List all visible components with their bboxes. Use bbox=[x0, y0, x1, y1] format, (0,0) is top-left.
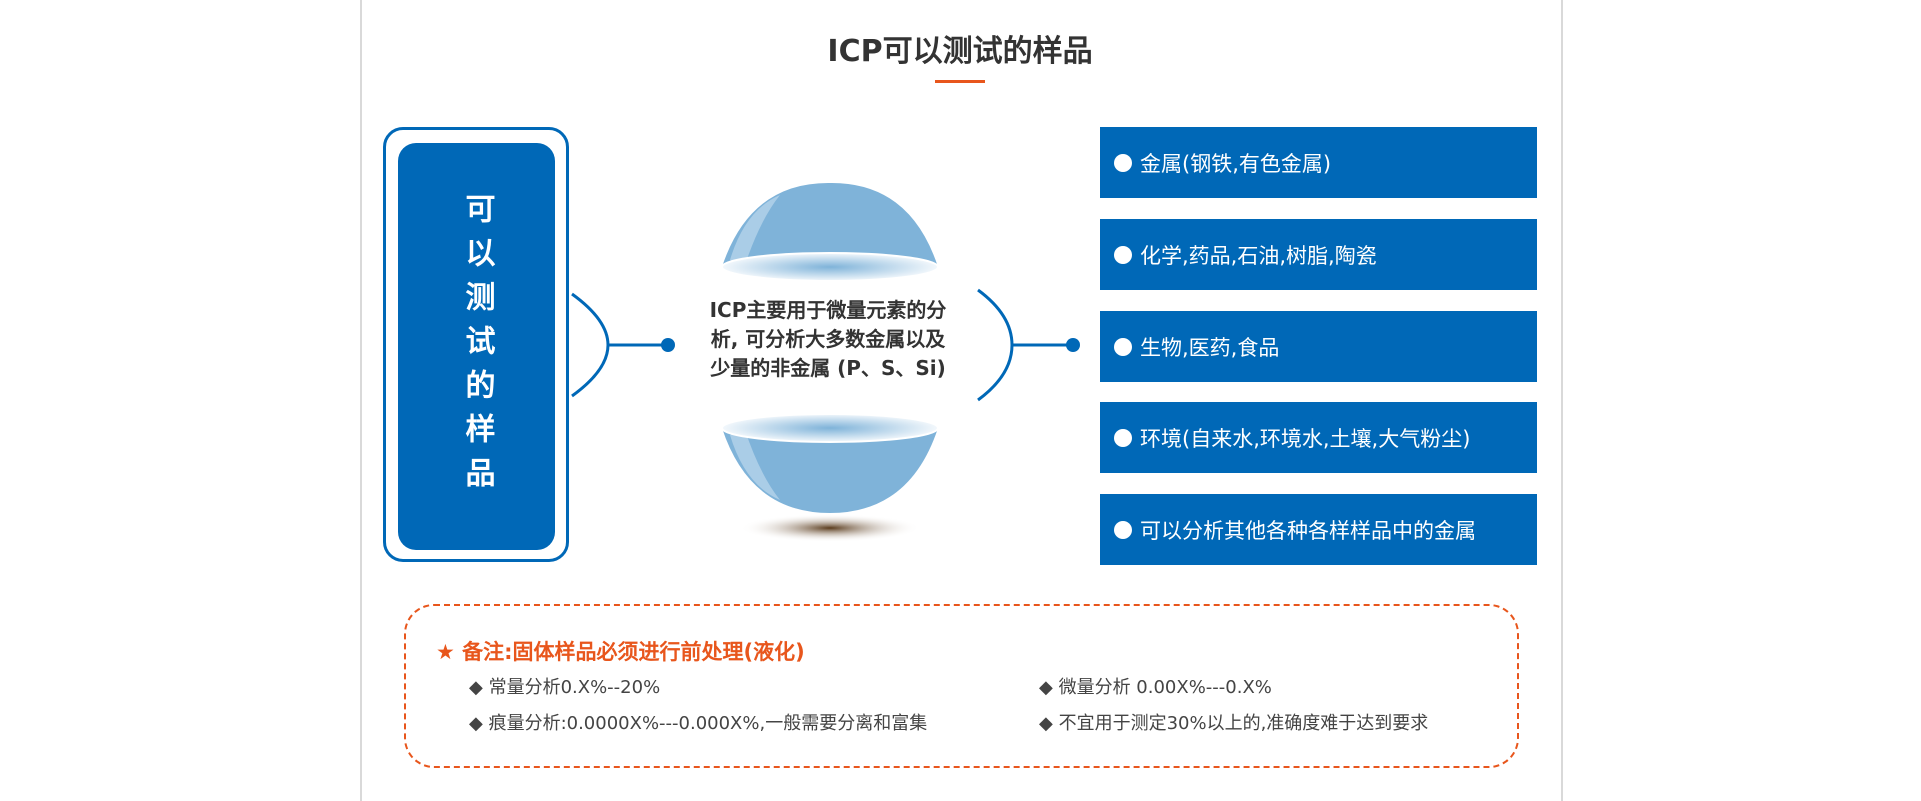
right-bracket bbox=[977, 288, 1014, 402]
bullet-dot-icon bbox=[1114, 245, 1132, 264]
note-item: ◆ 微量分析 0.00X%---0.X% bbox=[1039, 677, 1272, 698]
bullet-dot-icon bbox=[1114, 520, 1132, 539]
note-item: ◆ 不宜用于测定30%以上的,准确度难于达到要求 bbox=[1039, 713, 1429, 734]
page-border-left bbox=[360, 0, 362, 801]
bowl-shadow bbox=[740, 514, 920, 542]
category-box: 环境(自来水,环境水,土壤,大气粉尘) bbox=[1100, 402, 1537, 473]
note-box bbox=[404, 604, 1519, 768]
category-box: 生物,医药,食品 bbox=[1100, 311, 1537, 382]
category-box: 可以分析其他各种各样样品中的金属 bbox=[1100, 494, 1537, 565]
center-description: ICP主要用于微量元素的分 析, 可分析大多数金属以及 少量的非金属 (P、S、… bbox=[680, 296, 976, 383]
right-connector-dot bbox=[1066, 338, 1080, 352]
note-item: ◆ 痕量分析:0.0000X%---0.000X%,一般需要分离和富集 bbox=[469, 713, 928, 734]
left-connector-dot bbox=[661, 338, 675, 352]
title-underline bbox=[935, 80, 985, 83]
bullet-dot-icon bbox=[1114, 428, 1132, 447]
category-label: 环境(自来水,环境水,土壤,大气粉尘) bbox=[1140, 426, 1471, 451]
note-item: ◆ 常量分析0.X%--20% bbox=[469, 677, 661, 698]
center-line: 析, 可分析大多数金属以及 bbox=[710, 327, 946, 351]
center-line: ICP主要用于微量元素的分 bbox=[709, 298, 947, 322]
category-label: 可以分析其他各种各样样品中的金属 bbox=[1140, 518, 1476, 543]
page-title: ICP可以测试的样品 bbox=[827, 34, 1093, 69]
left-panel-outline bbox=[383, 127, 569, 562]
left-panel-label: 可以测试的样品 bbox=[459, 192, 495, 501]
note-heading: ★ 备注:固体样品必须进行前处理(液化) bbox=[436, 640, 805, 664]
connector-graphic bbox=[571, 182, 1080, 542]
page-border-right bbox=[1561, 0, 1563, 801]
category-label: 生物,医药,食品 bbox=[1140, 335, 1280, 360]
center-line: 少量的非金属 (P、S、Si) bbox=[710, 356, 946, 380]
left-bracket bbox=[571, 292, 610, 398]
category-label: 化学,药品,石油,树脂,陶瓷 bbox=[1140, 243, 1377, 268]
category-box: 化学,药品,石油,树脂,陶瓷 bbox=[1100, 219, 1537, 290]
bottom-hemisphere bbox=[722, 428, 938, 513]
top-hemisphere bbox=[722, 182, 938, 267]
category-label: 金属(钢铁,有色金属) bbox=[1140, 151, 1332, 176]
bullet-dot-icon bbox=[1114, 337, 1132, 356]
bullet-dot-icon bbox=[1114, 153, 1132, 172]
left-panel: 可以测试的样品 bbox=[398, 143, 555, 550]
category-box: 金属(钢铁,有色金属) bbox=[1100, 127, 1537, 198]
